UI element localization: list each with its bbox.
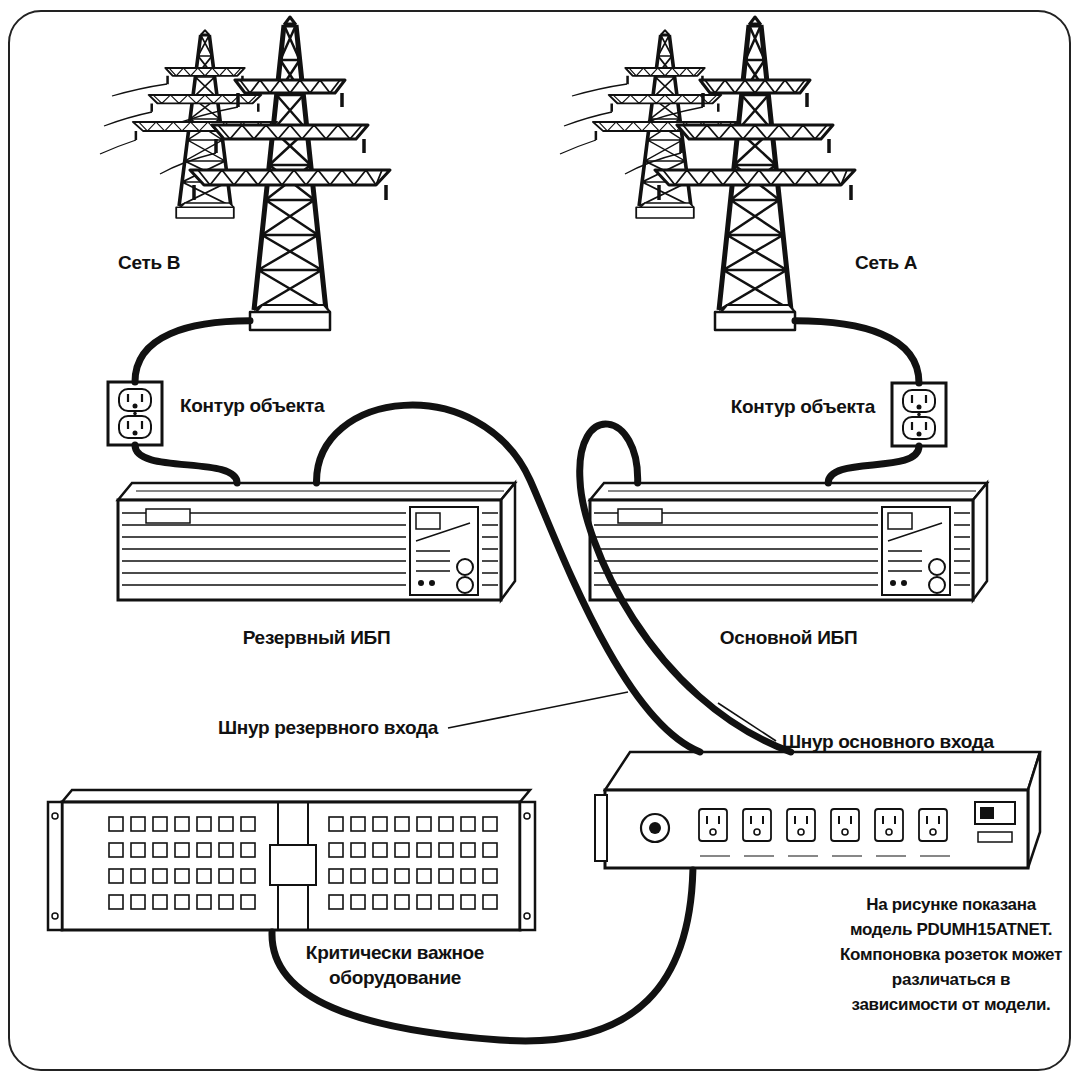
panel-center-box	[270, 845, 316, 885]
power-cord	[795, 321, 919, 383]
ups-unit	[590, 483, 987, 600]
rack-ear	[48, 802, 62, 930]
node-label: Контур объекта	[180, 394, 380, 418]
wall-outlet	[108, 382, 162, 445]
power-cord	[316, 405, 700, 752]
rack-hole	[524, 813, 530, 819]
node-label: Контур объекта	[680, 395, 875, 419]
equipment-top	[62, 790, 530, 802]
node-label: На рисунке показана модель PDUMH15ATNET.…	[840, 892, 1062, 1017]
wall-outlet: Контур объекта	[892, 383, 946, 446]
power-cord	[272, 870, 693, 1041]
pdu-outlet-ticks	[700, 855, 950, 856]
panel-keys	[326, 814, 502, 918]
node-label: Резервный ИБП	[118, 626, 515, 650]
leader-line	[718, 703, 776, 741]
pdu-front	[605, 790, 1028, 868]
pdu-top	[605, 752, 1040, 790]
pdu-display-digit	[980, 807, 994, 819]
pdu-breaker	[641, 814, 669, 842]
leader-line	[448, 692, 628, 728]
rack-hole	[52, 813, 58, 819]
power-cord	[135, 321, 250, 382]
power-cord	[580, 424, 791, 752]
frame	[9, 11, 1070, 1070]
power-cord	[828, 446, 919, 483]
panel-keys	[106, 814, 260, 918]
node-label: Критически важное оборудование	[285, 940, 505, 990]
rack-hole	[52, 913, 58, 919]
node-label: Сеть B	[118, 251, 228, 275]
power-tower-front	[655, 17, 855, 330]
pdu-display	[975, 802, 1015, 824]
wall-outlet: Контур объекта	[108, 382, 162, 445]
ups-unit	[118, 483, 515, 600]
power-tower-front	[190, 17, 390, 330]
pdu-port	[978, 832, 1012, 842]
pdu-ear	[595, 795, 607, 861]
pdu-side	[1028, 752, 1040, 868]
power-tower: Сеть A	[715, 25, 795, 330]
equipment-front	[62, 802, 520, 930]
ups-unit: Основной ИБП	[590, 483, 987, 600]
rack-ear	[520, 802, 535, 930]
cord-label: Шнур основного входа	[782, 730, 994, 754]
pdu-breaker-core	[649, 822, 661, 834]
power-tower: Сеть B	[250, 25, 330, 330]
rack-hole	[524, 913, 530, 919]
wall-outlet	[892, 383, 946, 446]
node-label: Сеть A	[855, 251, 965, 275]
pdu-unit: На рисунке показана модель PDUMH15ATNET.…	[595, 752, 1040, 870]
power-cord	[135, 445, 237, 483]
pdu-outlets	[695, 805, 959, 849]
ups-unit: Резервный ИБП	[118, 483, 515, 600]
cord-label: Шнур резервного входа	[218, 716, 438, 740]
equipment-rack: Критически важное оборудование	[48, 790, 535, 932]
node-label: Основной ИБП	[590, 626, 987, 650]
